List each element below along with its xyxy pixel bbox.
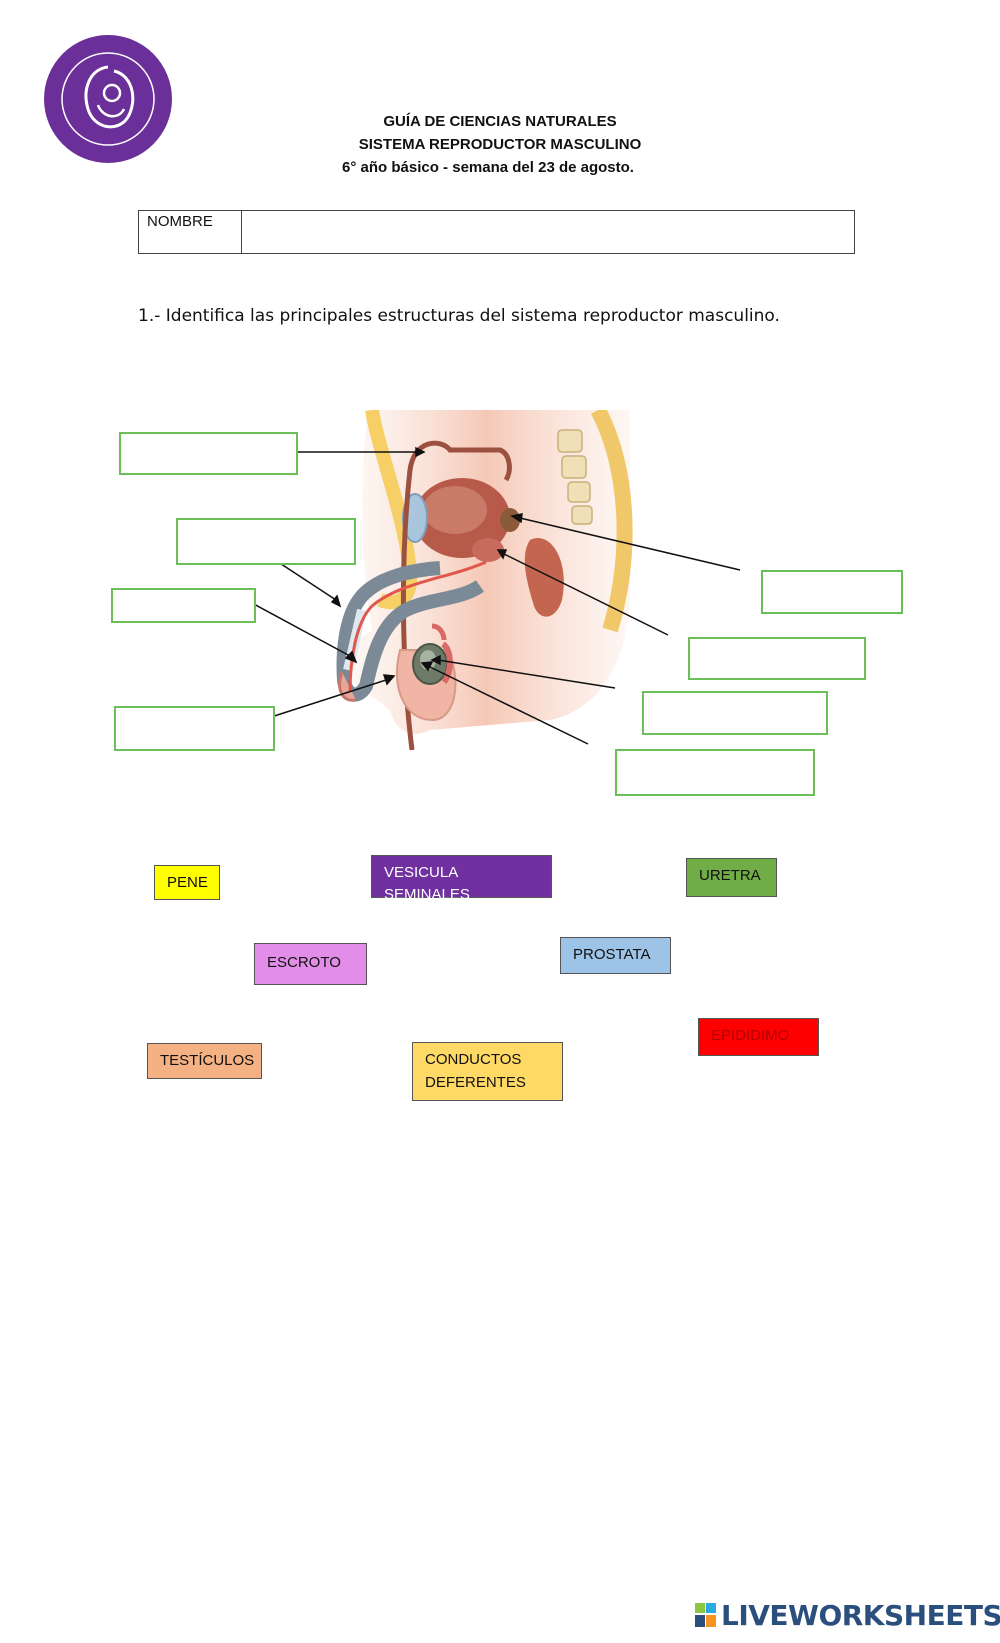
- answer-box-6[interactable]: [688, 637, 866, 680]
- chip-pene[interactable]: PENE: [154, 865, 220, 900]
- answer-box-1[interactable]: [119, 432, 298, 475]
- liveworksheets-brand: LIVEWORKSHEETS: [695, 1598, 1000, 1632]
- header-line-2: SISTEMA REPRODUCTOR MASCULINO: [358, 136, 642, 153]
- answer-box-8[interactable]: [615, 749, 815, 796]
- chip-escroto[interactable]: ESCROTO: [254, 943, 367, 985]
- name-label: NOMBRE: [139, 211, 242, 253]
- name-table: NOMBRE: [138, 210, 855, 254]
- chip-prostata[interactable]: PROSTATA: [560, 937, 671, 974]
- liveworksheets-wordmark: LIVEWORKSHEETS: [721, 1598, 1000, 1632]
- header-line-1: GUÍA DE CIENCIAS NATURALES: [383, 113, 617, 130]
- chip-vesicula-seminales[interactable]: VESICULA SEMINALES: [371, 855, 552, 903]
- instruction-text: 1.- Identifica las principales estructur…: [138, 306, 780, 326]
- chip-testiculos[interactable]: TESTÍCULOS: [147, 1043, 262, 1079]
- school-logo: [42, 33, 174, 165]
- answer-box-4[interactable]: [114, 706, 275, 751]
- liveworksheets-logo-icon: [695, 1602, 717, 1628]
- answer-box-3[interactable]: [111, 588, 256, 623]
- header-line-3: 6° año básico - semana del 23 de agosto.: [342, 159, 634, 176]
- answer-box-2[interactable]: [176, 518, 356, 565]
- answer-box-7[interactable]: [642, 691, 828, 735]
- answer-box-5[interactable]: [761, 570, 903, 614]
- anatomy-diagram: [110, 406, 930, 820]
- chip-uretra[interactable]: URETRA: [686, 858, 777, 897]
- name-field[interactable]: [243, 211, 854, 253]
- chip-conductos-deferentes[interactable]: CONDUCTOS DEFERENTES: [412, 1042, 563, 1101]
- chip-epididimo[interactable]: EPIDIDIMO: [698, 1018, 819, 1056]
